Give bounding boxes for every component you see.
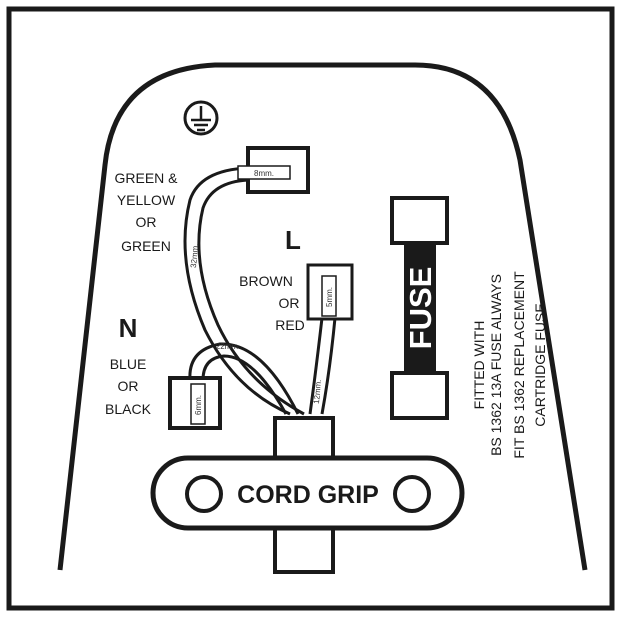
neutral-label-line: OR	[118, 378, 139, 394]
cord-grip-screw-right	[393, 475, 431, 513]
neutral-letter: N	[119, 313, 138, 343]
earth-strip-measure: 8mm.	[254, 169, 274, 178]
neutral-strip-core	[190, 383, 206, 425]
fuse-note-line: BS 1362 13A FUSE ALWAYS	[488, 274, 504, 456]
earth-label-line: GREEN	[121, 238, 171, 254]
earth-wire-outer	[183, 166, 291, 416]
fuse-note: FITTED WITH BS 1362 13A FUSE ALWAYS FIT …	[471, 271, 548, 459]
neutral-label-line: BLACK	[105, 401, 152, 417]
fuse-body	[404, 243, 436, 373]
neutral-length-measure: 22mm.	[216, 342, 240, 351]
fuse-label: FUSE	[403, 267, 438, 350]
fuse: FUSE	[390, 196, 449, 420]
live-letter: L	[285, 225, 301, 255]
live-wire-outer	[308, 317, 324, 415]
fuse-note-line: CARTRIDGE FUSE	[532, 303, 548, 426]
live-label-line: BROWN	[239, 273, 293, 289]
live-length-measure: 12mm.	[312, 379, 323, 404]
neutral-wire-inner	[201, 354, 288, 415]
live-wire-label: BROWN OR RED	[239, 273, 305, 333]
wires	[183, 166, 337, 416]
plug-body-outline	[57, 62, 588, 571]
neutral-wire-label: BLUE OR BLACK	[105, 356, 152, 417]
live-label-line: RED	[275, 317, 305, 333]
live-strip-measure: 5mm.	[325, 287, 334, 307]
earth-strip-core	[237, 165, 291, 180]
live-wire-inner	[320, 317, 337, 415]
cable-sheath-bottom	[273, 526, 335, 574]
neutral-label-line: BLUE	[110, 356, 147, 372]
outer-frame	[6, 6, 615, 611]
fuse-note-line: FITTED WITH	[471, 321, 487, 410]
fuse-note-line: FIT BS 1362 REPLACEMENT	[511, 271, 527, 459]
earth-length-measure: 32mm.	[189, 243, 200, 268]
cord-grip-label: CORD GRIP	[237, 481, 379, 509]
earth-label-line: YELLOW	[117, 192, 176, 208]
cord-grip-bar	[150, 455, 465, 531]
earth-ground-icon	[183, 100, 219, 136]
cord-grip-screw-left	[185, 475, 223, 513]
neutral-wire-outer	[188, 342, 300, 415]
fuse-cap-bottom	[390, 371, 449, 420]
cable-sheath-top	[273, 416, 335, 460]
live-label-line: OR	[279, 295, 300, 311]
fuse-cap-top	[390, 196, 449, 245]
earth-wire-inner	[197, 178, 305, 416]
earth-wire-label: GREEN & YELLOW OR GREEN	[114, 170, 178, 254]
cord-grip: CORD GRIP	[150, 455, 465, 531]
live-strip-core	[321, 275, 337, 317]
neutral-strip-measure: 6mm.	[194, 395, 203, 415]
earth-label-line: GREEN &	[114, 170, 178, 186]
earth-label-line: OR	[136, 214, 157, 230]
